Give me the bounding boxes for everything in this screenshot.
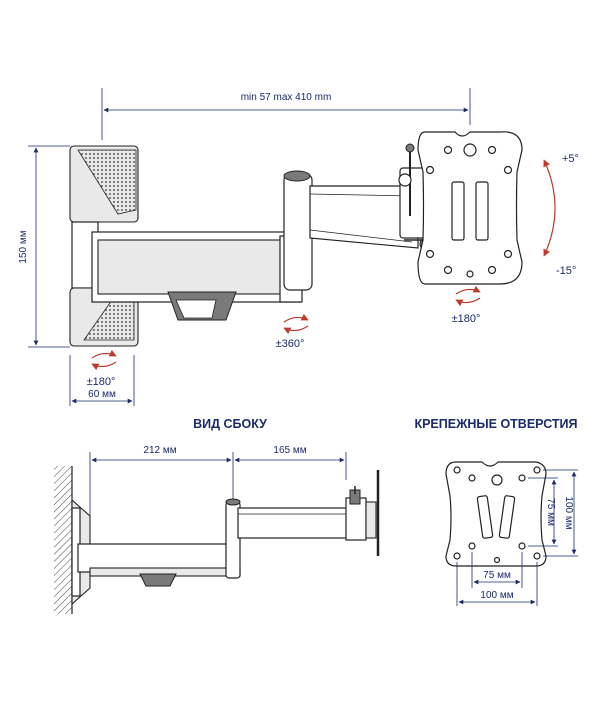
arm-swivel-arrow-icon	[283, 313, 309, 323]
tilt-arrow-icon	[543, 159, 556, 257]
head-swivel-label: ±180°	[452, 313, 481, 325]
arm1-label: 212 мм	[143, 445, 176, 456]
arm-swivel-arrow-return-icon	[283, 325, 309, 335]
side-view: ВИД СБОКУ 212 мм 165 мм	[54, 417, 380, 614]
height-label: 150 мм	[18, 230, 29, 263]
wall-swivel-arrow-icon	[91, 349, 117, 359]
vesa-plate	[445, 461, 547, 567]
h-large-label: 100 мм	[480, 590, 513, 601]
hole-75-tl	[468, 474, 476, 482]
hole-75-bl	[468, 542, 476, 550]
hole-100-tl	[453, 466, 461, 474]
v-small-label: 75 мм	[545, 498, 556, 526]
side-tilt-head	[345, 470, 380, 556]
wall-swivel-label: ±180°	[87, 376, 116, 388]
hole-75-br	[518, 542, 526, 550]
second-arm	[283, 170, 419, 291]
tilt-down-label: -15°	[556, 265, 576, 277]
holes-view: КРЕПЕЖНЫЕ ОТВЕРСТИЯ 75 мм 100 мм	[414, 417, 578, 606]
vesa-plate-front	[417, 131, 523, 285]
v-large-label: 100 мм	[563, 496, 574, 529]
head-swivel-arrow-icon	[455, 285, 481, 295]
reach-label: min 57 max 410 mm	[241, 92, 332, 103]
arm-swivel-label: ±360°	[276, 338, 305, 350]
side-first-arm	[77, 543, 241, 587]
wall-swivel-arrow-return-icon	[91, 361, 117, 371]
width-label: 60 мм	[88, 389, 116, 400]
hole-100-tr	[533, 466, 541, 474]
hole-100-bl	[453, 552, 461, 560]
side-second-arm	[225, 498, 351, 579]
arm2-label: 165 мм	[273, 445, 306, 456]
side-view-title: ВИД СБОКУ	[193, 417, 267, 431]
h-small-label: 75 мм	[483, 570, 511, 581]
holes-view-title: КРЕПЕЖНЫЕ ОТВЕРСТИЯ	[414, 417, 577, 431]
hole-75-tr	[518, 474, 526, 482]
wall-hatch	[54, 466, 72, 614]
hole-100-br	[533, 552, 541, 560]
tilt-up-label: +5°	[562, 153, 579, 165]
head-swivel-arrow-return-icon	[455, 297, 481, 307]
top-view: min 57 max 410 mm 150 мм	[18, 88, 579, 406]
